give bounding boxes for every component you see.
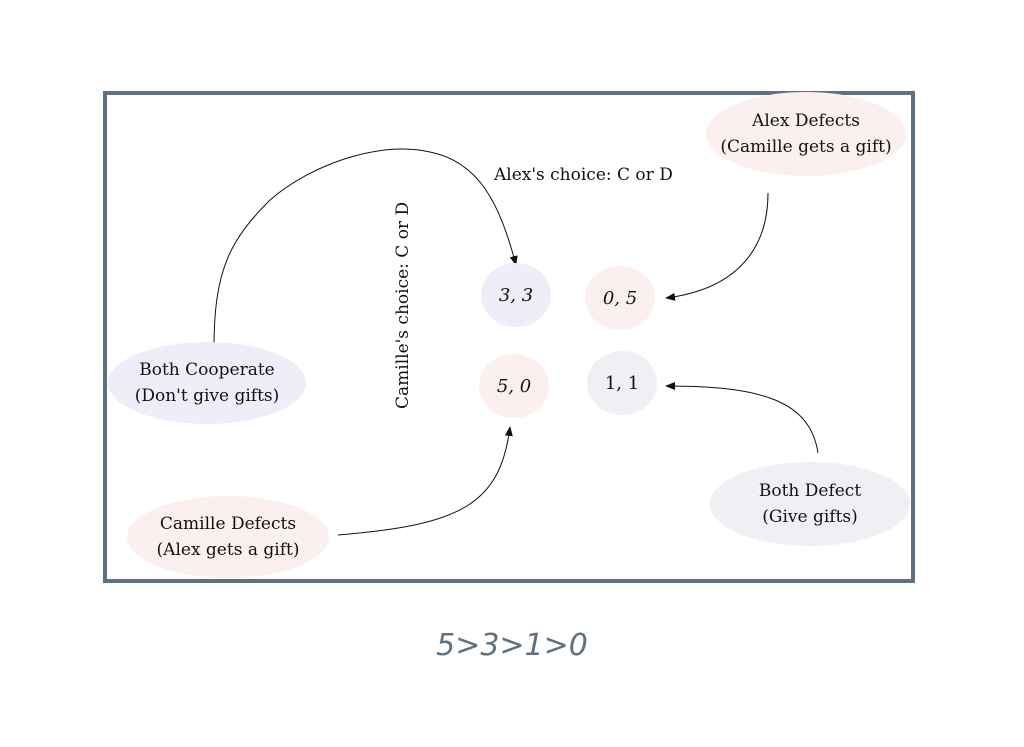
payoff-cooperate-defect: 0, 5 xyxy=(585,266,655,330)
both-defect-ellipse: Both Defect (Give gifts) xyxy=(710,462,910,546)
both-cooperate-title: Both Cooperate xyxy=(139,360,275,380)
arrow-both-cooperate-to-cc xyxy=(213,148,518,349)
payoff-ranking: 5>3>1>0 xyxy=(436,628,588,663)
alex-defects-subtitle: (Camille gets a gift) xyxy=(720,137,892,157)
arrow-alex-defects-to-cd xyxy=(665,192,769,301)
payoff-cooperate-cooperate: 3, 3 xyxy=(481,263,551,327)
alex-choice-label: Alex's choice: C or D xyxy=(494,165,673,185)
both-defect-title: Both Defect xyxy=(758,481,862,501)
payoff-defect-cooperate: 5, 0 xyxy=(479,354,549,418)
alex-defects-ellipse: Alex Defects (Camille gets a gift) xyxy=(706,92,906,176)
camille-defects-ellipse: Camille Defects (Alex gets a gift) xyxy=(127,496,329,578)
both-cooperate-subtitle: (Don't give gifts) xyxy=(134,386,280,406)
camille-defects-subtitle: (Alex gets a gift) xyxy=(156,540,300,560)
both-cooperate-ellipse: Both Cooperate (Don't give gifts) xyxy=(108,342,306,424)
camille-defects-title: Camille Defects xyxy=(159,514,297,534)
payoff-defect-defect: 1, 1 xyxy=(587,351,657,415)
arrow-camille-defects-to-dc xyxy=(337,426,513,536)
arrow-both-defect-to-dd xyxy=(665,382,819,454)
alex-defects-title: Alex Defects xyxy=(752,111,860,131)
both-defect-subtitle: (Give gifts) xyxy=(762,507,858,527)
camille-choice-label: Camille's choice: C or D xyxy=(393,201,413,409)
